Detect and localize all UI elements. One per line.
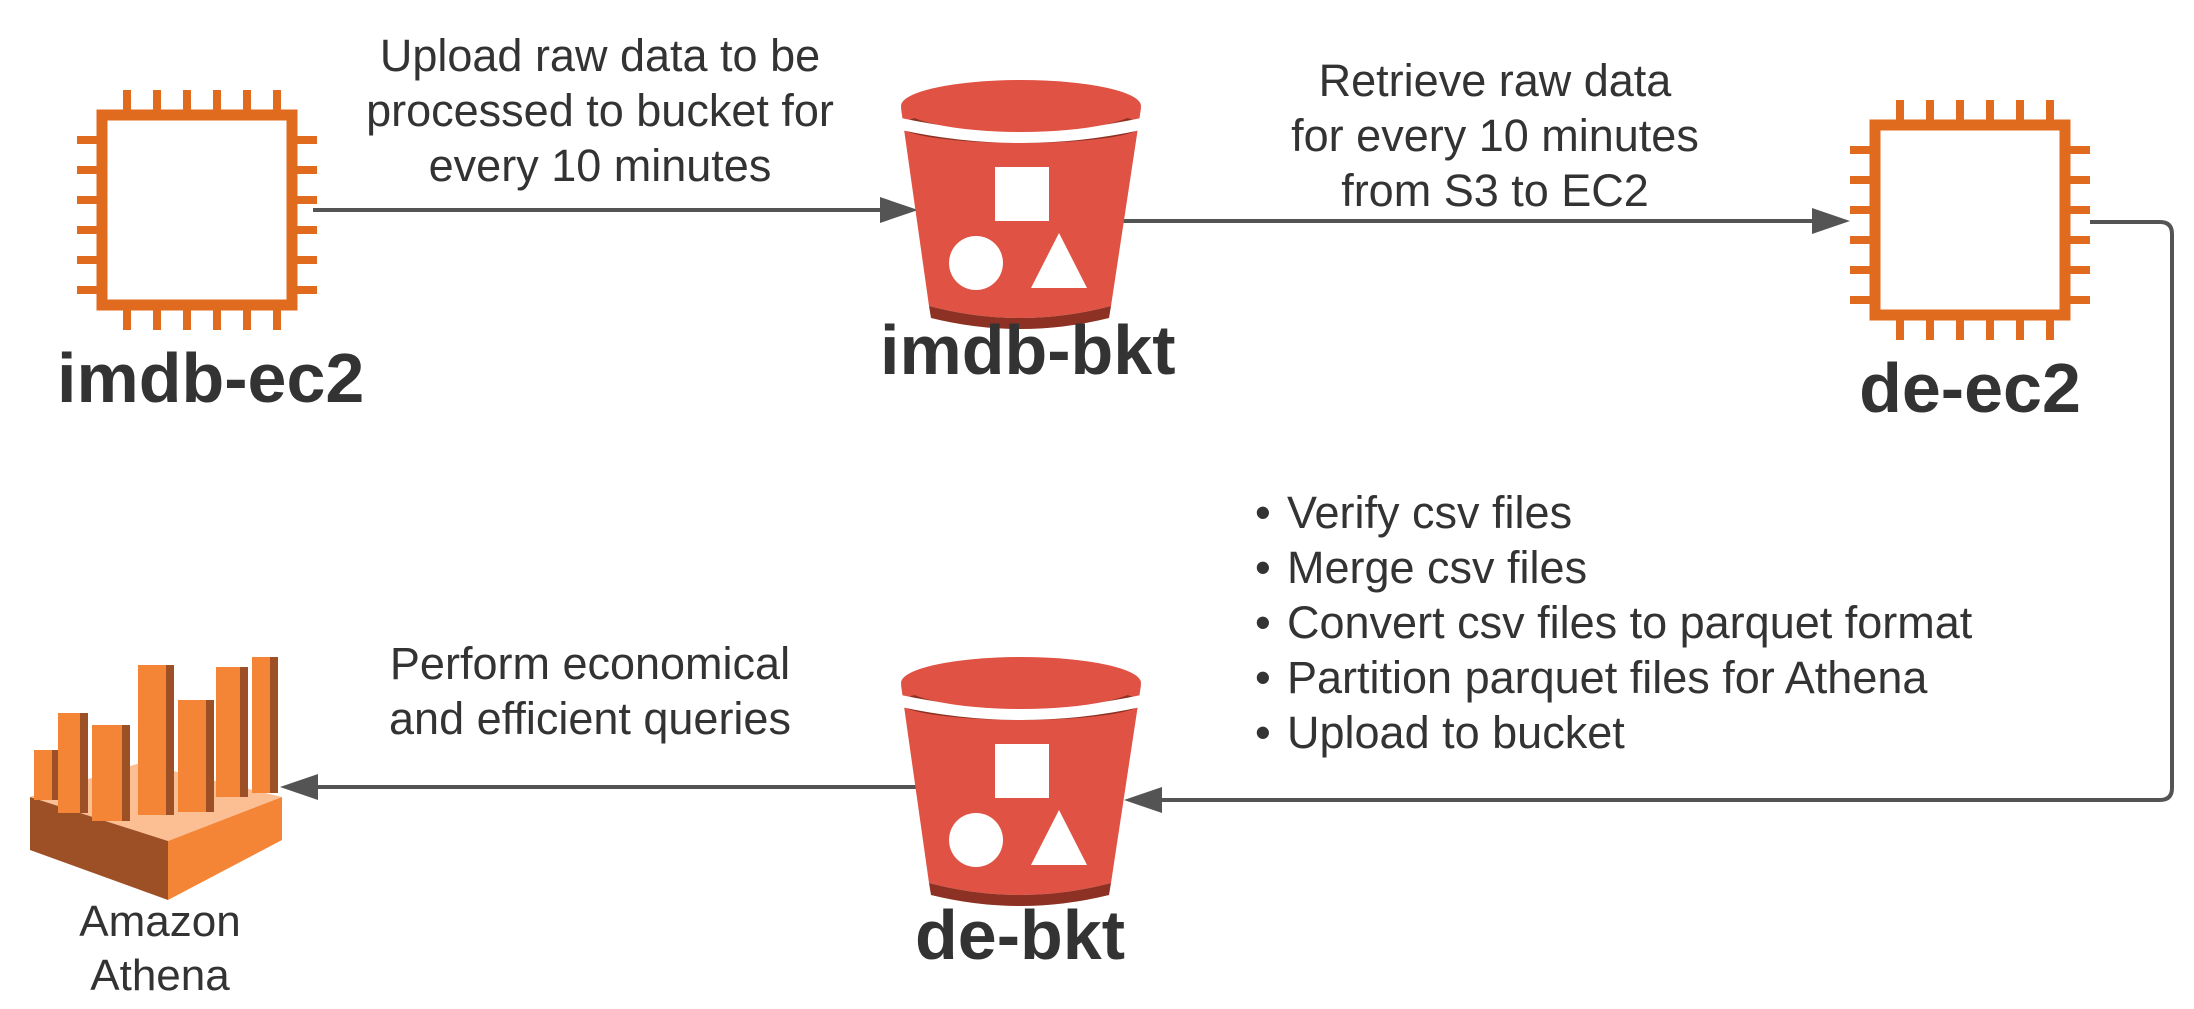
ec2-chip-icon (1850, 100, 2090, 340)
edge-label-line: processed to bucket for (366, 85, 834, 136)
processing-steps-list: Verify csv files Merge csv files Convert… (1255, 485, 1972, 760)
athena-label-line2: Athena (90, 951, 230, 1000)
processing-step: Merge csv files (1255, 540, 1972, 595)
processing-step: Convert csv files to parquet format (1255, 595, 1972, 650)
arrow-imdb-bkt-to-de-ec2 (1120, 208, 1850, 234)
s3-bucket-icon (901, 80, 1141, 329)
edge-label-queries: Perform economical and efficient queries (350, 636, 830, 746)
node-label-de-bkt: de-bkt (915, 896, 1125, 974)
athena-label-line1: Amazon (79, 897, 241, 946)
edge-label-line: and efficient queries (389, 693, 791, 744)
edge-label-upload: Upload raw data to be processed to bucke… (330, 28, 870, 193)
edge-label-line: from S3 to EC2 (1341, 165, 1649, 216)
arrow-de-bkt-to-athena (280, 774, 920, 800)
athena-icon (30, 657, 282, 900)
node-label-imdb-ec2: imdb-ec2 (57, 339, 365, 417)
s3-bucket-icon (901, 657, 1141, 906)
edge-label-line: Perform economical (389, 638, 791, 689)
processing-step: Upload to bucket (1255, 705, 1972, 760)
processing-step: Verify csv files (1255, 485, 1972, 540)
processing-step: Partition parquet files for Athena (1255, 650, 1972, 705)
node-label-athena: Amazon Athena (40, 895, 280, 1003)
edge-label-line: for every 10 minutes (1291, 110, 1699, 161)
edge-label-retrieve: Retrieve raw data for every 10 minutes f… (1220, 53, 1770, 218)
arrow-de-ec2-to-de-bkt (1124, 220, 2174, 813)
node-label-imdb-bkt: imdb-bkt (880, 311, 1176, 389)
arrow-imdb-ec2-to-imdb-bkt (313, 197, 918, 223)
edge-label-line: Retrieve raw data (1318, 55, 1672, 106)
edge-label-line: Upload raw data to be (379, 30, 821, 81)
node-label-de-ec2: de-ec2 (1859, 349, 2081, 427)
edge-label-line: every 10 minutes (428, 140, 772, 191)
ec2-chip-icon (77, 90, 317, 330)
